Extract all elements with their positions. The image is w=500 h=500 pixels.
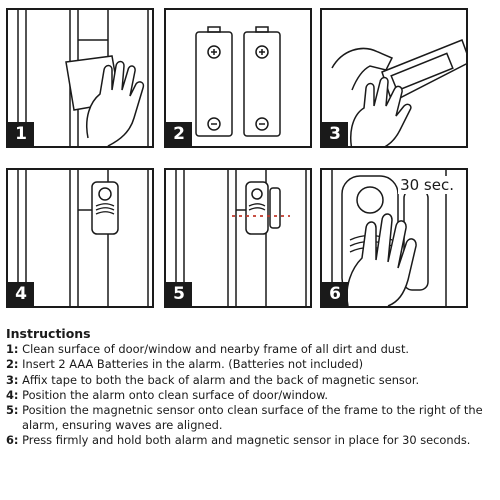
step-number: 4: xyxy=(6,387,19,402)
step-4-panel: 4 xyxy=(6,168,154,308)
sensor-on-frame-illustration xyxy=(175,170,307,306)
tape-illustration xyxy=(331,39,466,146)
step-1-number: 1 xyxy=(8,122,34,146)
timer-label: 30 sec. xyxy=(398,176,456,194)
step-6-panel: 30 sec. 6 xyxy=(320,168,468,308)
instructions-block: Instructions 1: Clean surface of door/wi… xyxy=(6,326,496,449)
step-6-number: 6 xyxy=(322,282,348,306)
step-5-number: 5 xyxy=(166,282,192,306)
instruction-step-5: 5: Position the magnetnic sensor onto cl… xyxy=(6,403,496,433)
instruction-step-3: 3: Affix tape to both the back of alarm … xyxy=(6,373,496,388)
step-number: 6: xyxy=(6,433,19,448)
step-text: Position the alarm onto clean surface of… xyxy=(22,387,329,402)
instruction-step-1: 1: Clean surface of door/window and near… xyxy=(6,342,496,357)
instruction-step-4: 4: Position the alarm onto clean surface… xyxy=(6,388,496,403)
step-3-panel: 3 xyxy=(320,8,468,148)
step-text: Affix tape to both the back of alarm and… xyxy=(22,372,420,387)
step-1-panel: 1 xyxy=(6,8,154,148)
step-number: 5: xyxy=(6,403,19,418)
step-3-number: 3 xyxy=(322,122,348,146)
step-text: Press firmly and hold both alarm and mag… xyxy=(22,433,471,448)
press-hold-illustration xyxy=(331,170,447,306)
wipe-illustration xyxy=(17,10,149,146)
step-text: Insert 2 AAA Batteries in the alarm. (Ba… xyxy=(22,357,364,372)
step-text: Position the magnetnic sensor onto clean… xyxy=(22,403,483,433)
step-5-panel: 5 xyxy=(164,168,312,308)
instructions-title: Instructions xyxy=(6,326,91,341)
alarm-on-door-illustration xyxy=(17,170,149,306)
step-text: Clean surface of door/window and nearby … xyxy=(22,342,410,357)
step-2-panel: 2 xyxy=(164,8,312,148)
step-number: 1: xyxy=(6,342,19,357)
instruction-step-2: 2: Insert 2 AAA Batteries in the alarm. … xyxy=(6,357,496,372)
step-4-number: 4 xyxy=(8,282,34,306)
step-number: 3: xyxy=(6,372,19,387)
instruction-step-6: 6: Press firmly and hold both alarm and … xyxy=(6,433,496,448)
step-number: 2: xyxy=(6,357,19,372)
batteries-illustration xyxy=(195,26,281,137)
step-2-number: 2 xyxy=(166,122,192,146)
